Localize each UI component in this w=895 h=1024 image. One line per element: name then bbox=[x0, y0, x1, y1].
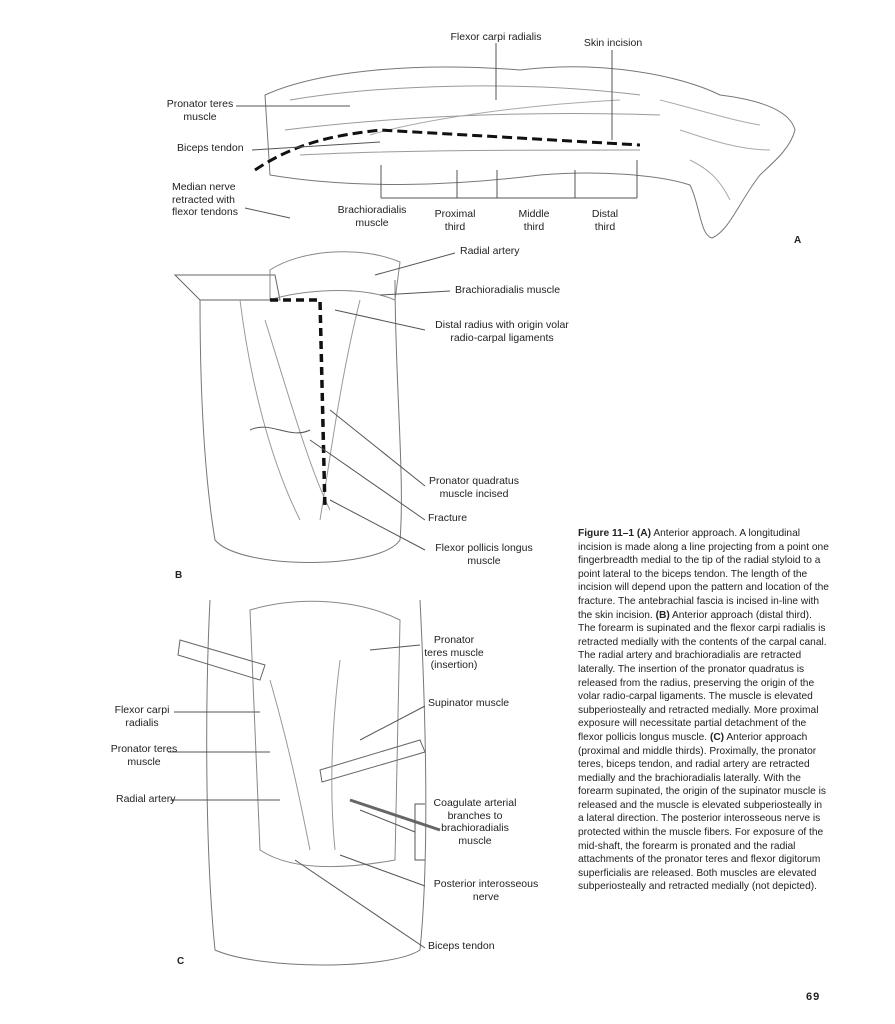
label-pronator-teres: Pronator teres muscle bbox=[166, 98, 234, 123]
label-pronator-quadratus: Pronator quadratus muscle incised bbox=[429, 475, 519, 500]
label-flexor-carpi-radialis-c: Flexor carpi radialis bbox=[114, 704, 170, 729]
label-brachioradialis-b: Brachioradialis muscle bbox=[455, 284, 561, 296]
caption-a-label: (A) bbox=[636, 528, 652, 539]
label-biceps-tendon-c: Biceps tendon bbox=[428, 940, 495, 952]
caption-c-label: (C) bbox=[709, 731, 725, 743]
label-radial-artery-b: Radial artery bbox=[460, 245, 520, 257]
page-number: 69 bbox=[806, 991, 821, 1003]
caption-a-text: Anterior approach. A longitudinal incisi… bbox=[578, 528, 829, 621]
label-posterior-interosseous-nerve: Posterior interosseous nerve bbox=[433, 878, 539, 903]
label-skin-incision: Skin incision bbox=[583, 37, 643, 49]
panel-label-b: B bbox=[175, 570, 183, 581]
label-flexor-carpi-radialis: Flexor carpi radialis bbox=[450, 31, 542, 43]
label-coagulate-branches: Coagulate arterial branches to brachiora… bbox=[433, 797, 517, 847]
caption-title: Figure 11–1 bbox=[578, 528, 635, 539]
label-proximal-third: Proximal third bbox=[434, 208, 476, 233]
label-middle-third: Middle third bbox=[518, 208, 550, 233]
figure-c-proximal-exposure-illustration bbox=[168, 599, 441, 966]
label-pronator-teres-c: Pronator teres muscle bbox=[110, 743, 178, 768]
label-biceps-tendon: Biceps tendon bbox=[177, 142, 244, 154]
label-fracture: Fracture bbox=[428, 512, 468, 524]
label-distal-radius: Distal radius with origin volar radio-ca… bbox=[435, 319, 569, 344]
caption-b-text: Anterior approach (distal third). The fo… bbox=[578, 609, 827, 743]
label-median-nerve: Median nerve retracted with flexor tendo… bbox=[172, 181, 238, 218]
figure-a-forearm-illustration bbox=[236, 43, 796, 239]
label-distal-third: Distal third bbox=[591, 208, 619, 233]
label-brachioradialis: Brachioradialis muscle bbox=[337, 204, 407, 229]
caption-b-label: (B) bbox=[655, 609, 670, 621]
label-flexor-pollicis-longus: Flexor pollicis longus muscle bbox=[435, 542, 533, 567]
label-supinator: Supinator muscle bbox=[428, 697, 510, 709]
figure-caption: Figure 11–1 (A) Anterior approach. A lon… bbox=[578, 527, 830, 894]
caption-c-text: Anterior approach (proximal and middle t… bbox=[578, 731, 827, 893]
panel-label-a: A bbox=[794, 235, 802, 246]
panel-label-c: C bbox=[177, 956, 185, 967]
figure-b-distal-exposure-illustration bbox=[173, 251, 456, 563]
label-pronator-teres-insertion: Pronator teres muscle (insertion) bbox=[424, 634, 484, 671]
label-radial-artery-c: Radial artery bbox=[116, 793, 176, 805]
